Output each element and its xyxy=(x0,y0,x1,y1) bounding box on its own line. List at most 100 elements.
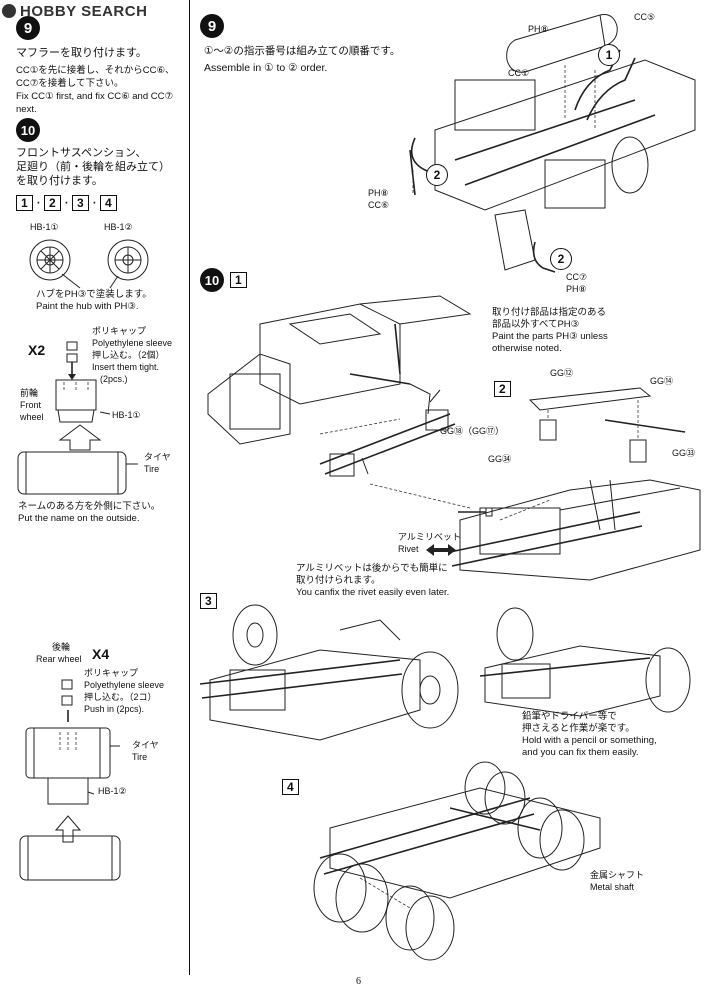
rear-count: X4 xyxy=(92,646,110,662)
paint-note-jp-line2: 部品以外すべてPH③ xyxy=(492,319,580,330)
step10-title-line3: を取り付けます。 xyxy=(16,175,103,187)
paint-hub-en: Paint the hub with PH③. xyxy=(36,301,139,312)
rivet-label-en: Rivet xyxy=(398,544,419,554)
rear-wheel-drawing xyxy=(19,679,121,881)
step10-title-line1: フロントサスペンション、 xyxy=(16,147,147,159)
hub-rear-drawing xyxy=(107,239,149,281)
rivet-note-jp-line2: 取り付けられます。 xyxy=(296,575,381,586)
order-num-2-left: 2 xyxy=(426,164,448,186)
rear-tire-en: Tire xyxy=(132,752,148,762)
rivet-note-en: You canfix the rivet easily even later. xyxy=(296,587,450,598)
rear-sleeve-jp: ポリキャップ xyxy=(84,668,139,678)
front-sleeve-jp: ポリキャップ xyxy=(92,326,147,336)
sequence-item: 1 xyxy=(16,195,33,211)
steering-assembly-drawing xyxy=(369,387,701,581)
right-step9-header: 9 xyxy=(200,14,224,38)
step-sequence: 1· 2· 3· 4 xyxy=(16,194,186,212)
label-ph8-left: PH⑧ xyxy=(368,188,389,198)
hub-front-drawing xyxy=(29,239,71,281)
hub-label-front: HB-1① xyxy=(30,222,59,232)
label-cc5: CC⑤ xyxy=(634,12,656,22)
shaft-label-en: Metal shaft xyxy=(590,882,635,892)
front-wheel-en-line2: wheel xyxy=(20,412,44,422)
paint-note-en-line1: Paint the parts PH③ unless xyxy=(492,331,608,342)
name-outside-jp: ネームのある方を外側に下さい。 xyxy=(18,501,161,512)
rear-push-en: Push in (2pcs). xyxy=(84,704,145,714)
substep-3: 3 xyxy=(200,593,217,609)
front-push-en-line2: (2pcs.) xyxy=(100,374,128,384)
substep-2-box: 2 xyxy=(494,380,511,398)
muffler-assembly-drawing xyxy=(409,14,696,273)
front-wheel-drawing xyxy=(17,341,138,495)
step-badge: 9 xyxy=(200,14,224,38)
front-suspension-drawing xyxy=(207,295,472,477)
label-cc7: CC⑦ xyxy=(566,272,588,282)
order-num-1: 1 xyxy=(598,44,620,66)
left-step10: 10 フロントサスペンション、 足廻り（前・後輪を組み立て） を取り付けます。 … xyxy=(16,118,186,212)
order-note-jp: ①～②の指示番号は組み立ての順番です。 xyxy=(204,45,401,57)
hold-note-en-line2: and you can fix them easily. xyxy=(522,747,639,758)
label-gg34: GG㉞ xyxy=(488,454,512,464)
label-ph8-bottom: PH⑧ xyxy=(566,284,587,294)
rear-push-jp: 押し込む。（2コ） xyxy=(84,692,157,702)
paint-note-en-line2: otherwise noted. xyxy=(492,343,562,354)
label-cc6: CC⑥ xyxy=(368,200,390,210)
step-badge: 9 xyxy=(16,16,40,40)
paint-note-jp-line1: 取り付け部品は指定のある xyxy=(492,307,607,318)
label-gg14: GG⑭ xyxy=(650,376,674,386)
front-wheels-drawing xyxy=(199,604,459,741)
step-badge: 10 xyxy=(16,118,40,142)
right-step10-header: 10 1 xyxy=(200,268,247,292)
hub-label-rear: HB-1② xyxy=(104,222,133,232)
hold-note-jp-line1: 鉛筆やドライバー等で xyxy=(522,711,617,722)
step9-en-line2: next. xyxy=(16,104,37,115)
front-push-en-line1: Insert them tight. xyxy=(92,362,160,372)
order-num-2-bottom: 2 xyxy=(550,248,572,270)
sequence-item: 4 xyxy=(100,195,117,211)
paint-hub-jp: ハブをPH③で塗装します。 xyxy=(36,289,152,300)
poly-cap-drawing xyxy=(61,679,73,690)
poly-cap-drawing xyxy=(66,341,78,351)
label-gg33: GG㉝ xyxy=(672,448,696,458)
label-ph8-top: PH⑧ xyxy=(528,24,549,34)
substep-4: 4 xyxy=(282,779,299,795)
front-tire-en: Tire xyxy=(144,464,160,474)
poly-cap-drawing xyxy=(66,353,78,363)
substep-4-box: 4 xyxy=(282,778,299,796)
rear-tire-jp: タイヤ xyxy=(132,740,159,750)
front-push-jp: 押し込む。（2個） xyxy=(92,350,165,360)
label-cc1: CC① xyxy=(508,68,530,78)
front-hub-label: HB-1① xyxy=(112,410,141,420)
rivet-label-jp: アルミリベット xyxy=(398,532,461,542)
substep-3-box: 3 xyxy=(200,592,217,610)
rivet-drawing xyxy=(458,507,493,517)
front-wheel-jp: 前輪 xyxy=(20,388,39,398)
step9-title: マフラーを取り付けます。 xyxy=(16,47,147,59)
watermark: HOBBY SEARCH xyxy=(0,0,170,22)
left-step9: 9 マフラーを取り付けます。 CC①を先に接着し、それからCC⑥、 CC⑦を接着… xyxy=(16,16,186,116)
front-wheels-hold-drawing xyxy=(479,607,691,717)
watermark-logo-icon xyxy=(2,4,16,18)
step9-jp-line1: CC①を先に接着し、それからCC⑥、 xyxy=(16,65,175,76)
rivet-note-jp-line1: アルミリベットは後からでも簡単に xyxy=(296,563,448,574)
hold-note-jp-line2: 押さえると作業が楽です。 xyxy=(522,723,635,734)
sequence-item: 2 xyxy=(44,195,61,211)
rear-hub-label: HB-1② xyxy=(98,786,127,796)
front-wheel-en-line1: Front xyxy=(20,400,42,410)
double-arrow-icon xyxy=(426,544,456,556)
front-count: X2 xyxy=(28,342,46,358)
rear-wheels-drawing xyxy=(313,761,601,961)
rear-wheel-jp: 後輪 xyxy=(52,642,71,652)
hub-drawings xyxy=(29,239,149,289)
front-tire-jp: タイヤ xyxy=(144,452,171,462)
shaft-label-jp: 金属シャフト xyxy=(590,870,645,880)
name-outside-en: Put the name on the outside. xyxy=(18,513,140,524)
step10-title-line2: 足廻り（前・後輪を組み立て） xyxy=(16,161,170,173)
sequence-item: 3 xyxy=(72,195,89,211)
page-number: 6 xyxy=(356,976,361,987)
column-divider xyxy=(189,0,190,975)
order-note-en: Assemble in ① to ② order. xyxy=(204,62,328,74)
label-gg12: GG⑫ xyxy=(550,368,574,378)
step9-jp-line2: CC⑦を接着して下さい。 xyxy=(16,78,124,89)
rear-sleeve-en: Polyethylene sleeve xyxy=(84,680,165,690)
